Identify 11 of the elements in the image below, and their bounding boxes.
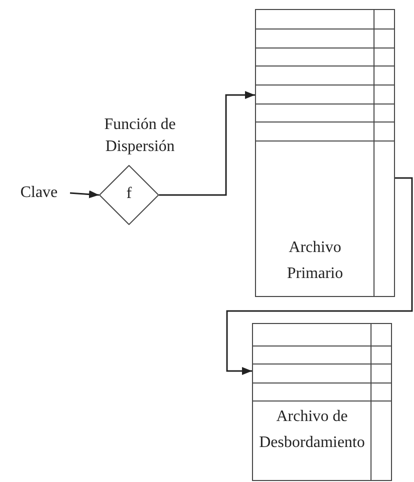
file-block — [252, 323, 392, 481]
decision-diamond — [99, 165, 159, 225]
key-label: Clave — [8, 182, 70, 204]
arrow — [70, 190, 100, 198]
function-caption: Función de Dispersión — [103, 115, 177, 157]
file-label: Archivo de Desbordamiento — [258, 407, 366, 453]
file-label: Archivo Primario — [286, 238, 344, 284]
file-block — [255, 9, 395, 297]
arrow — [226, 177, 413, 375]
arrow — [159, 91, 255, 196]
node-label: f — [125, 184, 133, 204]
